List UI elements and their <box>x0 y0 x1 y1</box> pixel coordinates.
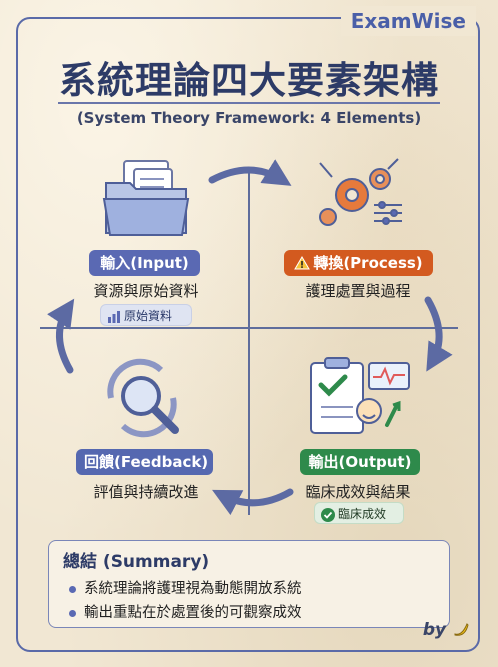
page-subtitle: (System Theory Framework: 4 Elements) <box>76 109 422 127</box>
clipboard-icon <box>310 357 410 434</box>
quadrant-divider-vertical <box>248 170 250 515</box>
process-label: 轉換(Process) <box>284 250 433 276</box>
warning-icon <box>294 256 311 270</box>
summary-item: 輸出重點在於處置後的可觀察成效 <box>69 601 302 622</box>
input-description: 資源與原始資料 <box>93 282 199 300</box>
summary-item: 系統理論將護理視為動態開放系統 <box>69 577 302 598</box>
bar-chart-icon <box>108 310 120 323</box>
feedback-label: 回饋(Feedback) <box>76 449 213 475</box>
page-title: 系統理論四大要素架構 <box>59 59 439 102</box>
folder-icon <box>102 160 190 236</box>
process-description: 護理處置與過程 <box>305 282 411 300</box>
output-chip-label: 臨床成效 <box>338 507 387 521</box>
bullet-dot <box>69 585 76 593</box>
magnifier-icon <box>107 358 179 438</box>
signature-text: by <box>422 620 447 640</box>
input-label: 輸入(Input) <box>89 250 200 276</box>
feedback-description: 評值與持續改進 <box>93 483 199 501</box>
bullet-dot <box>69 609 76 617</box>
title-underline <box>58 102 440 104</box>
quadrant-divider-horizontal <box>40 327 458 329</box>
summary-title: 總結 (Summary) <box>63 552 210 572</box>
page-frame <box>16 17 480 652</box>
author-signature: by <box>423 620 470 640</box>
banana-icon <box>454 623 469 636</box>
output-chip: 臨床成效 <box>314 502 404 524</box>
input-chip: 原始資料 <box>100 304 192 326</box>
summary-box: 總結 (Summary) 系統理論將護理視為動態開放系統 輸出重點在於處置後的可… <box>48 540 450 628</box>
input-chip-label: 原始資料 <box>124 309 173 323</box>
brand-logo: ExamWise <box>340 6 476 36</box>
process-label-text: 轉換(Process) <box>313 254 423 272</box>
check-circle-icon <box>321 507 335 522</box>
gears-icon <box>319 158 402 226</box>
output-description: 臨床成效與結果 <box>305 483 411 501</box>
summary-item-text: 輸出重點在於處置後的可觀察成效 <box>84 605 302 621</box>
output-label: 輸出(Output) <box>300 449 420 475</box>
summary-item-text: 系統理論將護理視為動態開放系統 <box>84 581 302 597</box>
